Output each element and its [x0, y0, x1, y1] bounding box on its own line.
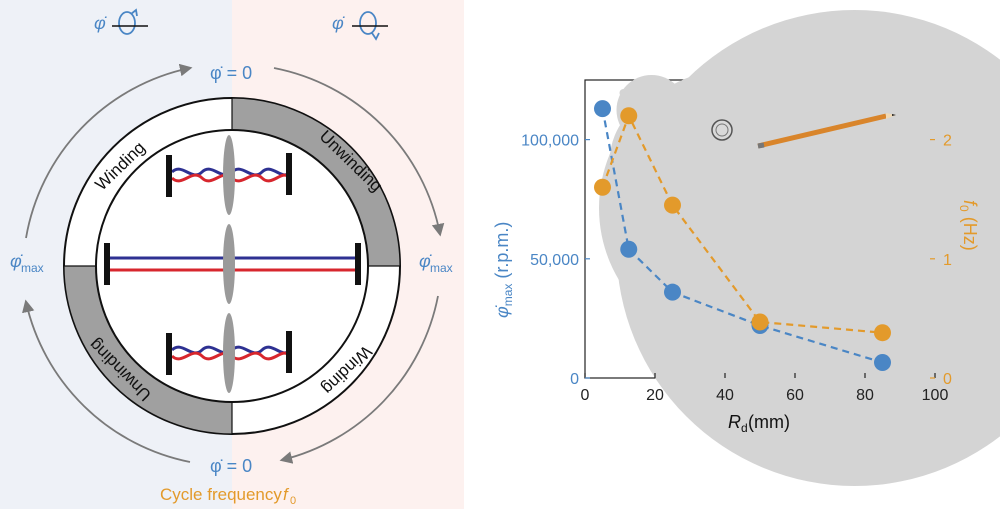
rotation-arrow-icon	[359, 11, 377, 35]
cycle-arrow-top-right	[273, 67, 445, 237]
data-point-right-0	[594, 178, 611, 196]
y-right-tick-label-0: 0	[943, 371, 952, 388]
y-axis-left-label: φ̇max (r.p.m.)	[492, 222, 515, 318]
x-tick-label-3: 60	[786, 387, 804, 404]
series-right-line	[601, 112, 883, 334]
x-axis-label-unit: (mm)	[748, 412, 790, 432]
disk-0	[619, 89, 628, 97]
y-right-tick-label-2: 2	[943, 133, 952, 150]
phi-dot-label: φ̇	[10, 251, 23, 271]
twisted-strings-top	[166, 135, 292, 215]
y-axis-right-label: f0 (Hz)	[957, 200, 980, 251]
y-axis-left-symbol: φ̇	[492, 305, 512, 318]
data-point-left-4	[874, 354, 891, 372]
x-axis-label: R	[728, 412, 741, 432]
rotation-arrow-head-icon	[130, 8, 138, 17]
x-tick-label-0: 0	[581, 387, 590, 404]
disk-edge	[223, 135, 235, 215]
twisted-strings-bottom	[166, 313, 292, 393]
handle-right	[286, 331, 292, 373]
phi-max-right-label: φ̇ max	[419, 251, 453, 275]
handle-left	[166, 155, 172, 197]
cycle-frequency-symbol: f	[283, 485, 290, 504]
data-point-left-2	[664, 283, 681, 301]
phi-dot-label: φ̇	[94, 13, 107, 33]
coin-icon	[711, 119, 733, 141]
cycle-frequency-text: Cycle frequency	[160, 485, 282, 504]
y-axis-left-unit: (r.p.m.)	[492, 222, 512, 284]
straight-strings-middle	[104, 224, 361, 304]
handle-left	[166, 333, 172, 375]
max-subscript: max	[430, 261, 453, 275]
phi-max-left-label: φ̇ max	[10, 251, 44, 275]
data-point-right-3	[751, 313, 769, 331]
rotation-symbol-left: φ̇	[94, 8, 148, 35]
disk-edge	[223, 313, 235, 393]
y-axis-right-unit: (Hz)	[960, 212, 980, 251]
series-layer	[594, 100, 891, 372]
x-axis-label-subscript: d	[741, 421, 748, 435]
x-tick-label-5: 100	[922, 387, 949, 404]
disk-edge	[223, 224, 235, 304]
x-tick-label-2: 40	[716, 387, 734, 404]
cycle-arrow-bottom-right	[279, 295, 439, 464]
y-axis-right-title: f0 (Hz)	[957, 200, 980, 251]
y-axis-left-subscript: max	[501, 284, 515, 307]
data-point-right-4	[874, 324, 891, 342]
y-axis-right-subscript: 0	[957, 205, 971, 212]
phi-zero-bottom-label: φ̇ = 0	[210, 456, 252, 476]
cycle-arrow-top-left	[25, 63, 193, 239]
phi-dot-label: φ̇	[332, 13, 345, 33]
handle-right	[286, 153, 292, 195]
rotation-arrow-icon	[118, 11, 136, 35]
rotation-symbol-right: φ̇	[332, 11, 388, 41]
data-point-right-1	[620, 107, 638, 125]
phi-dot-label: φ̇	[419, 251, 432, 271]
handle-left	[104, 243, 110, 285]
phi-zero-top-label: φ̇ = 0	[210, 63, 252, 83]
y-right-tick-label-1: 1	[943, 252, 952, 269]
cycle-frequency-caption: Cycle frequency f 0	[160, 485, 296, 507]
data-point-right-2	[664, 196, 681, 214]
pencil-icon	[757, 113, 896, 149]
y-left-tick-label-0: 0	[570, 371, 579, 388]
x-axis-title: R d (mm)	[728, 412, 790, 435]
cycle-diagram: φ̇ φ̇ φ̇ = 0 φ̇ = 0 φ̇ max φ̇ max	[0, 0, 464, 509]
disk-4	[616, 10, 1000, 486]
y-axis-left-title: φ̇max (r.p.m.)	[492, 222, 515, 318]
y-axis-right-symbol: f	[960, 200, 980, 207]
y-left-tick-label-2: 100,000	[521, 133, 579, 150]
cycle-arrow-bottom-left	[22, 299, 191, 463]
handle-right	[355, 243, 361, 285]
cycle-frequency-subscript: 0	[290, 495, 296, 507]
data-point-left-1	[620, 240, 638, 258]
max-subscript: max	[21, 261, 44, 275]
rotation-arrow-head-icon	[371, 32, 380, 41]
y-left-tick-label-1: 50,000	[530, 252, 579, 269]
data-point-left-0	[594, 100, 611, 118]
x-tick-label-1: 20	[646, 387, 664, 404]
disk-size-illustrations	[599, 10, 1000, 486]
x-tick-label-4: 80	[856, 387, 874, 404]
